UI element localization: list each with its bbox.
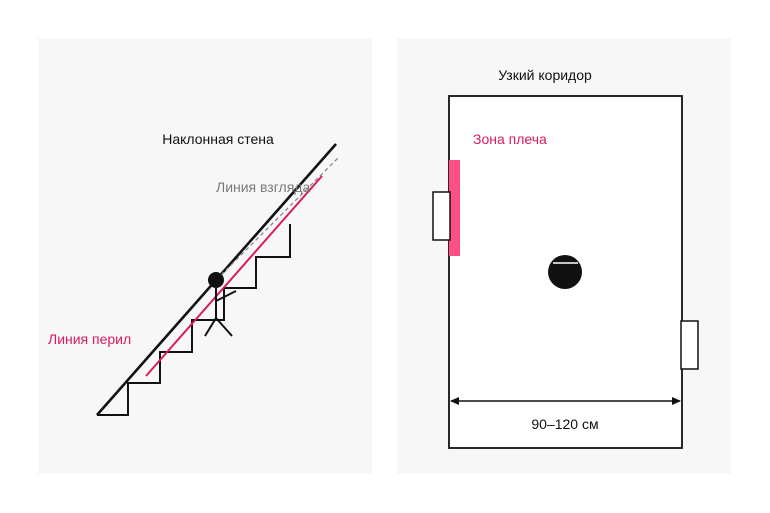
corridor-title: Узкий коридор [498, 67, 592, 83]
door-left [432, 191, 451, 241]
width-label: 90–120 см [531, 416, 598, 432]
stair-panel-background [38, 38, 372, 474]
wall-label: Наклонная стена [162, 131, 274, 147]
person-top-view [548, 255, 582, 289]
person-arm [215, 290, 237, 302]
stair-steps [97, 224, 291, 416]
person-leg-left [204, 317, 217, 337]
handrail-label: Линия перил [48, 331, 131, 347]
stair-panel: Наклонная стена Линия взгляда Линия пери… [38, 38, 372, 474]
arrow-left-icon [450, 397, 459, 405]
person-leg-right [215, 317, 233, 337]
corridor-panel: Узкий коридор Зона плеча 90–120 см [397, 38, 731, 474]
sight-line [215, 157, 339, 281]
sight-line-label: Линия взгляда [216, 179, 310, 195]
shoulder-zone [449, 160, 460, 256]
person-figure [204, 272, 237, 337]
handrail-line [145, 175, 323, 377]
shoulder-zone-label: Зона плеча [473, 131, 547, 147]
arrow-right-icon [672, 397, 681, 405]
person-head [208, 272, 224, 288]
door-right [680, 320, 699, 370]
width-dimension [450, 397, 681, 405]
